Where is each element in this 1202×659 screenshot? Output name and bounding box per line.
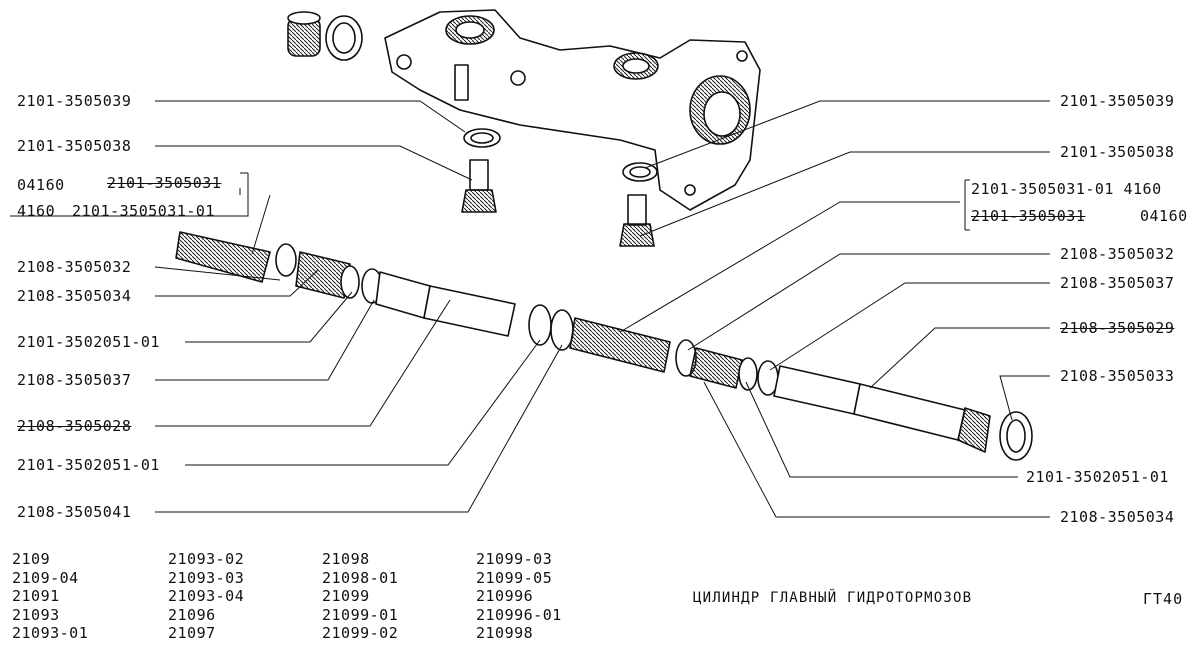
model-code: 21093-04 (168, 587, 245, 605)
models-column: 21093-02 21093-03 21093-04 21096 21097 (168, 550, 244, 643)
model-code: 21093 (12, 605, 60, 624)
fitting-right (619, 194, 655, 247)
model-code: 21098 (322, 550, 370, 568)
washer-left (463, 128, 501, 148)
part-label: 2101-3502051-01 (1026, 468, 1169, 486)
part-label: 04160 (17, 176, 65, 194)
part-label: 2108-3505034 (17, 287, 132, 305)
model-code: 21098-01 (322, 568, 399, 587)
part-label: 2101-3505039 (1060, 92, 1175, 110)
piston-assembly (175, 231, 1033, 461)
part-label: 4160 (17, 202, 56, 220)
part-label: 04160 (1140, 207, 1188, 225)
part-label: 2108-3505029 (1060, 319, 1175, 337)
part-label: 2101-3505039 (17, 92, 132, 110)
cylinder-body (384, 9, 761, 211)
part-label: 2101-3505031-01 4160 (971, 180, 1162, 198)
diagram-title: ЦИЛИНДР ГЛАВНЫЙ ГИДРОТОРМОЗОВ (693, 590, 973, 606)
model-code: 21096 (168, 605, 216, 624)
model-code: 21099 (322, 587, 370, 605)
model-code: 2109-04 (12, 568, 79, 587)
part-label: 2108-3505032 (17, 258, 132, 276)
model-code: 21093-03 (168, 568, 245, 587)
leader-lines (10, 100, 1050, 518)
model-code: 210996-01 (476, 605, 562, 624)
part-label: 2101-3505038 (17, 137, 132, 155)
washer-right (622, 162, 658, 182)
part-label: 2108-3505041 (17, 503, 132, 521)
model-code: 21093-01 (12, 624, 89, 642)
part-label: 2108-3505028 (17, 417, 132, 435)
model-code: 21099-05 (476, 568, 553, 587)
models-column: 2109 2109-04 21091 21093 21093-01 (12, 550, 88, 643)
model-code: 21097 (168, 624, 216, 642)
model-code: 2109 (12, 550, 51, 568)
part-label: 2108-3505034 (1060, 508, 1175, 526)
model-code: 210996 (476, 587, 534, 605)
model-code: 21099-01 (322, 605, 399, 624)
part-label: 2108-3505037 (17, 371, 132, 389)
model-code: 210998 (476, 624, 534, 642)
model-code: 21093-02 (168, 550, 245, 568)
models-column: 21099-03 21099-05 210996 210996-01 21099… (476, 550, 562, 643)
bracket-lines (240, 172, 970, 231)
part-label: 2108-3505033 (1060, 367, 1175, 385)
part-label: 2108-3505032 (1060, 245, 1175, 263)
models-column: 21098 21098-01 21099 21099-01 21099-02 (322, 550, 398, 643)
part-label: 2101-3505038 (1060, 143, 1175, 161)
page-code: ГТ40 (1143, 590, 1184, 608)
plug-part (287, 11, 363, 61)
model-code: 21099-03 (476, 550, 553, 568)
model-code: 21099-02 (322, 624, 399, 642)
part-label: 2108-3505037 (1060, 274, 1175, 292)
model-code: 21091 (12, 587, 60, 605)
part-label: 2101-3505031-01 (72, 202, 215, 220)
fitting-left (461, 159, 497, 213)
part-label: 2101-3502051-01 (17, 333, 160, 351)
part-label: 2101-3505031 (107, 174, 222, 192)
part-label: 2101-3505031 (971, 207, 1086, 225)
part-label: 2101-3502051-01 (17, 456, 160, 474)
